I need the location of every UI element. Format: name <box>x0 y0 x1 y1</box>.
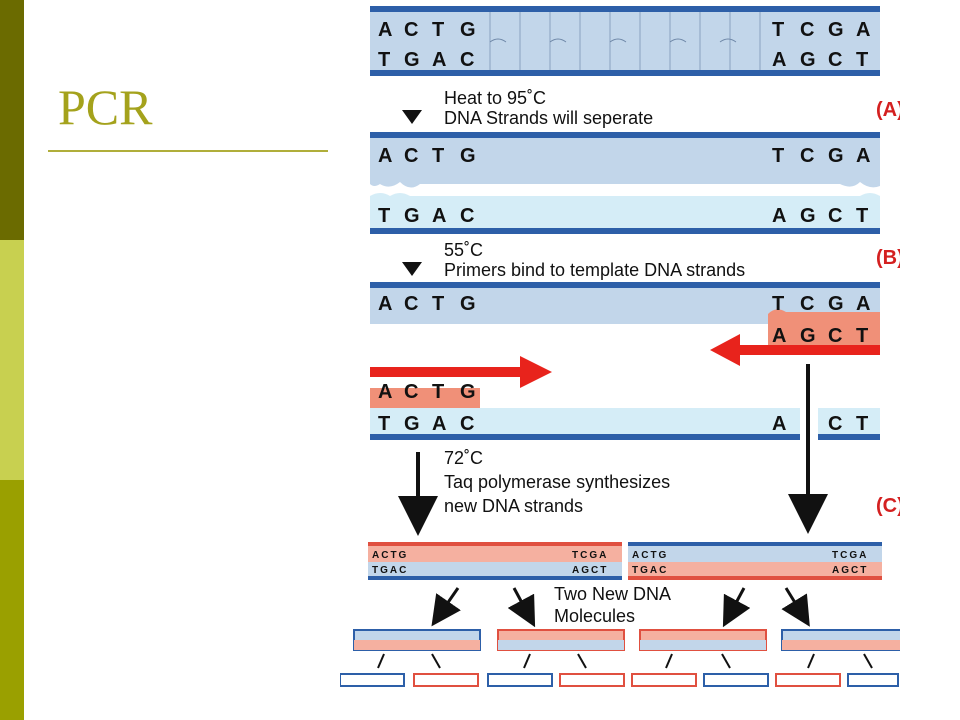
split-arrows <box>431 587 810 628</box>
step-b-label: (B) <box>876 247 900 269</box>
base-t2: T <box>432 145 444 167</box>
base-g2r: G <box>828 145 844 167</box>
base-g3: G <box>404 205 420 227</box>
base-a5: A <box>432 413 446 435</box>
base-t1b: T <box>378 49 390 71</box>
step-c-line2: Taq polymerase synthesizes <box>444 472 670 492</box>
base-g1rb: G <box>800 49 816 71</box>
mini-left-bottom-2: TGAC <box>632 565 668 576</box>
base-c2: C <box>404 145 418 167</box>
step-c-label: (C) <box>876 495 900 517</box>
base-g1: G <box>460 19 476 41</box>
mini-left-top-1: ACTG <box>372 550 408 561</box>
base-a1b: A <box>432 49 446 71</box>
base-c3r: C <box>828 205 842 227</box>
base-t4r: T <box>772 293 784 315</box>
slide-title: PCR <box>58 79 153 135</box>
base-t2r: T <box>772 145 784 167</box>
separated-top-strand: A C T G T C G A <box>370 132 880 188</box>
base-g1b: G <box>404 49 420 71</box>
two-new-line1: Two New DNA <box>554 584 671 604</box>
base-t5r: T <box>856 413 868 435</box>
base-a5r: A <box>772 413 786 435</box>
extension-arrow-right-icon <box>370 356 552 388</box>
base-t3r: T <box>856 205 868 227</box>
fourth-gen-molecules <box>340 673 899 687</box>
primer-t5: T <box>432 381 444 403</box>
dsdna-initial: A C T G T G A C T C G A A G C T <box>370 6 880 76</box>
base-c3: C <box>460 205 474 227</box>
mini-left-top-2: ACTG <box>632 550 668 561</box>
step-a-line1: Heat to 95˚C <box>444 88 546 108</box>
sidebar-block-light <box>0 240 24 480</box>
base-c5: C <box>460 413 474 435</box>
new-molecule-left: ACTG TGAC TCGA AGCT <box>368 542 622 580</box>
base-a1rb: A <box>772 49 786 71</box>
base-c2r: C <box>800 145 814 167</box>
step-a-triangle-icon <box>402 110 422 124</box>
base-a3r: A <box>772 205 786 227</box>
base-g4r: G <box>828 293 844 315</box>
primer-g4: G <box>800 325 816 347</box>
step-c-line1: 72˚C <box>444 448 483 468</box>
base-c1: C <box>404 19 418 41</box>
sidebar-block-dark <box>0 0 24 240</box>
primer-c5: C <box>404 381 418 403</box>
base-g2: G <box>460 145 476 167</box>
step-b-line1: 55˚C <box>444 240 483 260</box>
backbone-bottom <box>370 70 880 76</box>
new-molecule-right: ACTG TGAC TCGA AGCT <box>628 542 882 580</box>
fourth-gen-arrows <box>377 653 873 669</box>
third-gen-molecules <box>353 629 900 651</box>
base-g3r: G <box>800 205 816 227</box>
base-t1r: T <box>772 19 784 41</box>
bottom-strand-with-primer: A C T G T G A C A C T <box>370 381 880 440</box>
base-c5r: C <box>828 413 842 435</box>
primer-t4: T <box>856 325 868 347</box>
extension-arrow-left-icon <box>710 334 880 366</box>
mini-right-top-2: TCGA <box>832 550 868 561</box>
base-c1rb: C <box>828 49 842 71</box>
base-a4r: A <box>856 293 870 315</box>
base-g1r: G <box>828 19 844 41</box>
step-c-line3: new DNA strands <box>444 496 583 516</box>
mini-left-bottom-1: TGAC <box>372 565 408 576</box>
top-strand-with-primer: A C T G T C G A A G C T <box>370 282 880 348</box>
primer-a4: A <box>772 325 786 347</box>
step-b-line2: Primers bind to template DNA strands <box>444 260 745 280</box>
primer-a5: A <box>378 381 392 403</box>
base-a1: A <box>378 19 392 41</box>
sidebar-stripe <box>0 0 24 720</box>
base-g4: G <box>460 293 476 315</box>
step-a-label: (A) <box>876 99 900 121</box>
mini-right-bottom-2: AGCT <box>832 565 868 576</box>
primer-g5: G <box>460 381 476 403</box>
pcr-diagram: A C T G T G A C T C G A A G C T Heat to … <box>340 6 900 687</box>
base-t1: T <box>432 19 444 41</box>
base-g5: G <box>404 413 420 435</box>
two-new-line2: Molecules <box>554 606 635 626</box>
base-a2r: A <box>856 145 870 167</box>
base-c1b: C <box>460 49 474 71</box>
base-c1r: C <box>800 19 814 41</box>
base-c4r: C <box>800 293 814 315</box>
backbone-top <box>370 6 880 12</box>
base-c4: C <box>404 293 418 315</box>
base-a2: A <box>378 145 392 167</box>
base-t3: T <box>378 205 390 227</box>
base-a1r: A <box>856 19 870 41</box>
separated-bottom-strand: T G A C A G C T <box>370 193 880 234</box>
base-t4: T <box>432 293 444 315</box>
base-t5: T <box>378 413 390 435</box>
base-a3: A <box>432 205 446 227</box>
mini-right-bottom-1: AGCT <box>572 565 608 576</box>
title-underline <box>48 150 328 152</box>
step-b-triangle-icon <box>402 262 422 276</box>
base-a4: A <box>378 293 392 315</box>
primer-c4: C <box>828 325 842 347</box>
base-t1rb: T <box>856 49 868 71</box>
mini-right-top-1: TCGA <box>572 550 608 561</box>
sidebar-block-mid <box>0 480 24 720</box>
step-a-line2: DNA Strands will seperate <box>444 108 653 128</box>
